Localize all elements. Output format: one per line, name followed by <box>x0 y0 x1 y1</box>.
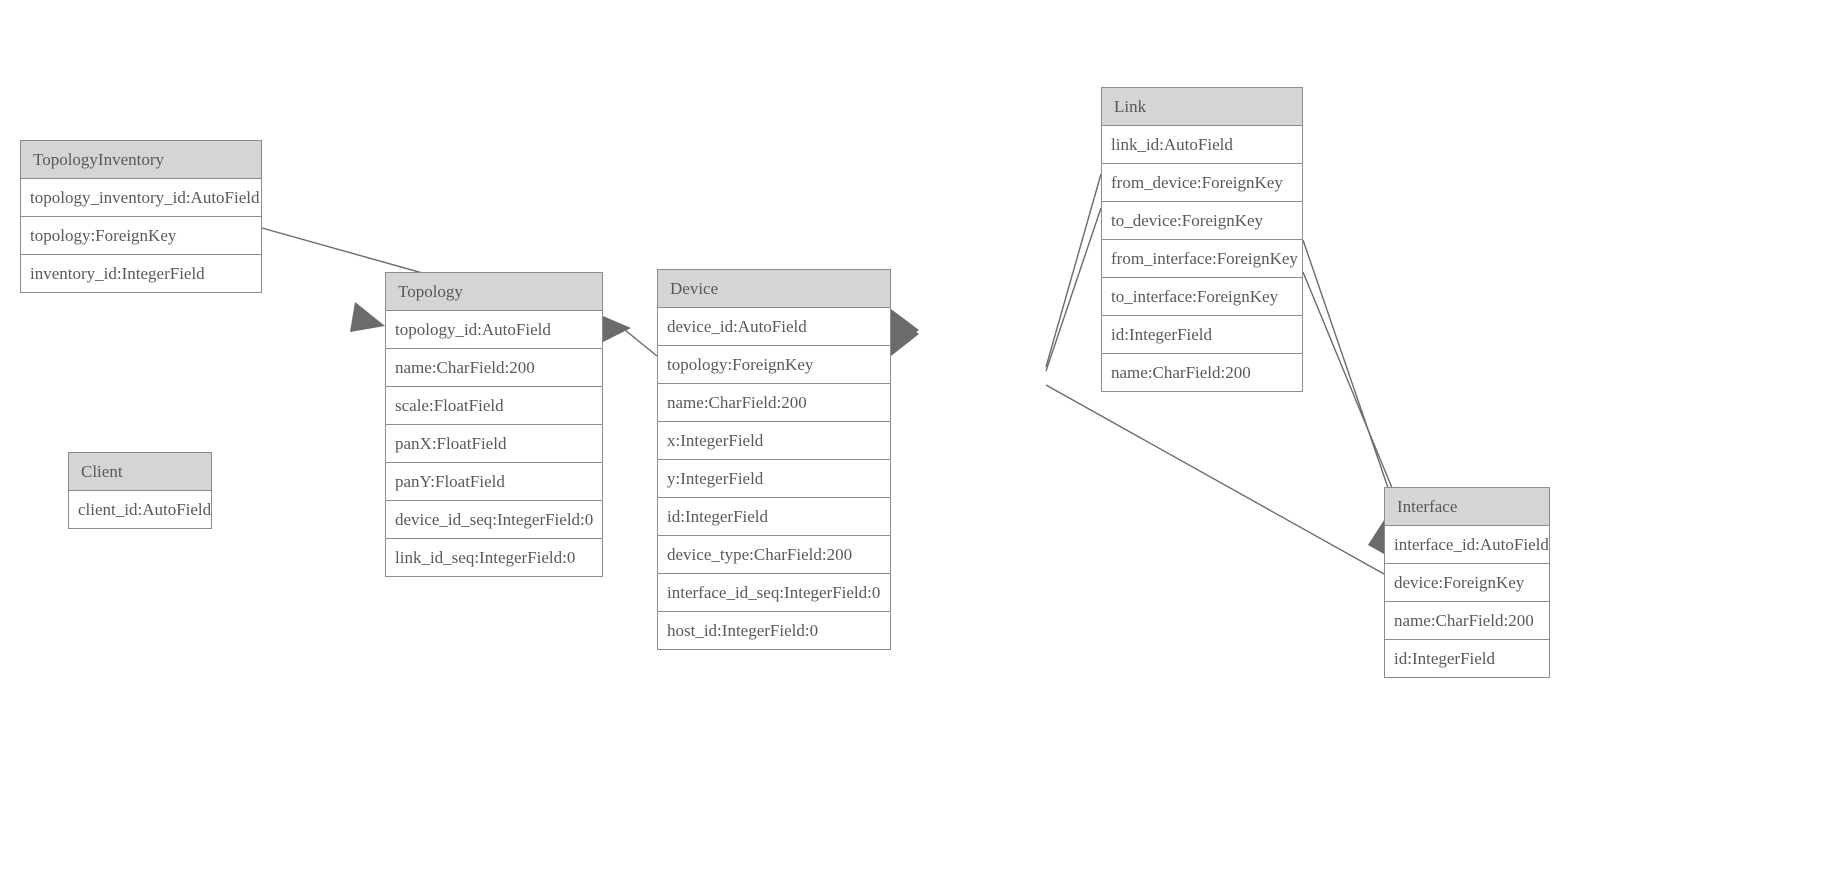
field-row[interactable]: device_id:AutoField <box>658 308 890 345</box>
entity-topology-inventory[interactable]: TopologyInventory topology_inventory_id:… <box>20 140 262 293</box>
field-row[interactable]: scale:FloatField <box>386 386 602 424</box>
field-row[interactable]: topology_inventory_id:AutoField <box>21 179 261 216</box>
field-row[interactable]: name:CharField:200 <box>658 383 890 421</box>
field-row[interactable]: panX:FloatField <box>386 424 602 462</box>
field-row[interactable]: interface_id_seq:IntegerField:0 <box>658 573 890 611</box>
field-row[interactable]: device_id_seq:IntegerField:0 <box>386 500 602 538</box>
field-row[interactable]: interface_id:AutoField <box>1385 526 1549 563</box>
edge-link-to-device <box>1045 207 1102 372</box>
entity-interface[interactable]: Interface interface_id:AutoField device:… <box>1384 487 1550 678</box>
arrowhead-topology-from-inventory <box>350 302 385 332</box>
entity-field-list: link_id:AutoField from_device:ForeignKey… <box>1102 126 1302 391</box>
field-row[interactable]: x:IntegerField <box>658 421 890 459</box>
edge-link-from-device <box>1045 173 1102 368</box>
edge-link-from-interface <box>1302 239 1399 518</box>
arrowhead-interface <box>1368 520 1384 554</box>
field-row[interactable]: to_interface:ForeignKey <box>1102 277 1302 315</box>
entity-topology[interactable]: Topology topology_id:AutoField name:Char… <box>385 272 603 577</box>
entity-title: Interface <box>1385 488 1549 526</box>
entity-title: Client <box>69 453 211 491</box>
field-row[interactable]: link_id_seq:IntegerField:0 <box>386 538 602 576</box>
field-row[interactable]: inventory_id:IntegerField <box>21 254 261 292</box>
field-row[interactable]: to_device:ForeignKey <box>1102 201 1302 239</box>
entity-client[interactable]: Client client_id:AutoField <box>68 452 212 529</box>
field-row[interactable]: topology:ForeignKey <box>658 345 890 383</box>
entity-field-list: interface_id:AutoField device:ForeignKey… <box>1385 526 1549 677</box>
entity-title: Device <box>658 270 890 308</box>
field-row[interactable]: id:IntegerField <box>1385 639 1549 677</box>
entity-device[interactable]: Device device_id:AutoField topology:Fore… <box>657 269 891 650</box>
field-row[interactable]: from_interface:ForeignKey <box>1102 239 1302 277</box>
field-row[interactable]: from_device:ForeignKey <box>1102 163 1302 201</box>
field-row[interactable]: panY:FloatField <box>386 462 602 500</box>
field-row[interactable]: host_id:IntegerField:0 <box>658 611 890 649</box>
field-row[interactable]: topology:ForeignKey <box>21 216 261 254</box>
field-row[interactable]: name:CharField:200 <box>386 348 602 386</box>
entity-link[interactable]: Link link_id:AutoField from_device:Forei… <box>1101 87 1303 392</box>
entity-field-list: topology_inventory_id:AutoField topology… <box>21 179 261 292</box>
edge-device-topology <box>624 329 658 357</box>
entity-title: Link <box>1102 88 1302 126</box>
field-row[interactable]: topology_id:AutoField <box>386 311 602 348</box>
field-row[interactable]: id:IntegerField <box>1102 315 1302 353</box>
field-row[interactable]: device:ForeignKey <box>1385 563 1549 601</box>
field-row[interactable]: id:IntegerField <box>658 497 890 535</box>
arrowhead-device-lower <box>891 313 919 356</box>
field-row[interactable]: device_type:CharField:200 <box>658 535 890 573</box>
edge-interface-device <box>1045 384 1385 575</box>
entity-title: Topology <box>386 273 602 311</box>
field-row[interactable]: y:IntegerField <box>658 459 890 497</box>
edge-link-to-interface <box>1302 271 1405 518</box>
entity-field-list: device_id:AutoField topology:ForeignKey … <box>658 308 890 649</box>
field-row[interactable]: client_id:AutoField <box>69 491 211 528</box>
field-row[interactable]: name:CharField:200 <box>1102 353 1302 391</box>
entity-title: TopologyInventory <box>21 141 261 179</box>
field-row[interactable]: name:CharField:200 <box>1385 601 1549 639</box>
arrowhead-topology-from-device <box>603 316 631 342</box>
entity-field-list: topology_id:AutoField name:CharField:200… <box>386 311 602 576</box>
field-row[interactable]: link_id:AutoField <box>1102 126 1302 163</box>
entity-field-list: client_id:AutoField <box>69 491 211 528</box>
arrowhead-device-upper <box>891 309 919 351</box>
